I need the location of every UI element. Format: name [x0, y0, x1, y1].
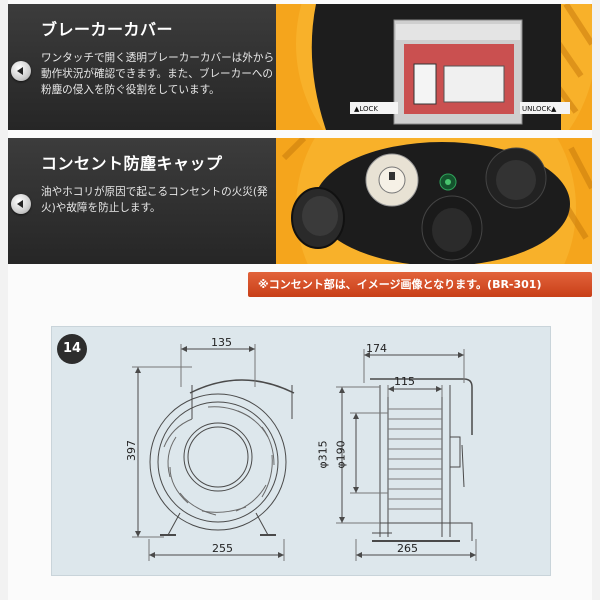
feature-heading: ブレーカーカバー — [41, 20, 174, 39]
dimension-side-top: 174 — [366, 342, 387, 355]
feature-text: コンセント防塵キャップ 油やホコリが原因で起こるコンセントの火災(発火)や故障を… — [8, 138, 276, 264]
dimension-front-top: 135 — [211, 336, 232, 349]
feature-panel-breaker-cover: ブレーカーカバー ワンタッチで開く透明ブレーカーカバーは外から動作状況が確認でき… — [8, 4, 592, 130]
feature-panel-dust-cap: コンセント防塵キャップ 油やホコリが原因で起こるコンセントの火災(発火)や故障を… — [8, 138, 592, 264]
feature-description: ワンタッチで開く透明ブレーカーカバーは外から動作状況が確認できます。また、ブレー… — [41, 52, 275, 96]
chevron-left-icon[interactable] — [11, 61, 31, 81]
model-number-badge: 14 — [57, 334, 87, 364]
feature-description: 油やホコリが原因で起こるコンセントの火災(発火)や故障を防止します。 — [41, 186, 268, 214]
dimension-side-inner: 115 — [394, 375, 415, 388]
dimension-side-base: 265 — [397, 542, 418, 555]
dimension-diagram — [51, 326, 551, 576]
lock-label: ▲LOCK — [354, 105, 378, 113]
feature-text: ブレーカーカバー ワンタッチで開く透明ブレーカーカバーは外から動作状況が確認でき… — [8, 4, 276, 130]
dimension-front-height: 397 — [125, 440, 138, 461]
outlet-cap-photo — [276, 138, 592, 264]
dimension-side-inner-diameter: φ190 — [334, 440, 348, 469]
unlock-label: UNLOCK▲ — [522, 105, 557, 113]
chevron-left-icon[interactable] — [11, 194, 31, 214]
image-notice: ※コンセント部は、イメージ画像となります。(BR-301) — [248, 272, 592, 297]
dimension-front-base: 255 — [212, 542, 233, 555]
breaker-cover-photo: ▲LOCK UNLOCK▲ — [276, 4, 592, 130]
dimension-side-outer-diameter: φ315 — [316, 440, 330, 469]
feature-heading: コンセント防塵キャップ — [41, 154, 223, 173]
